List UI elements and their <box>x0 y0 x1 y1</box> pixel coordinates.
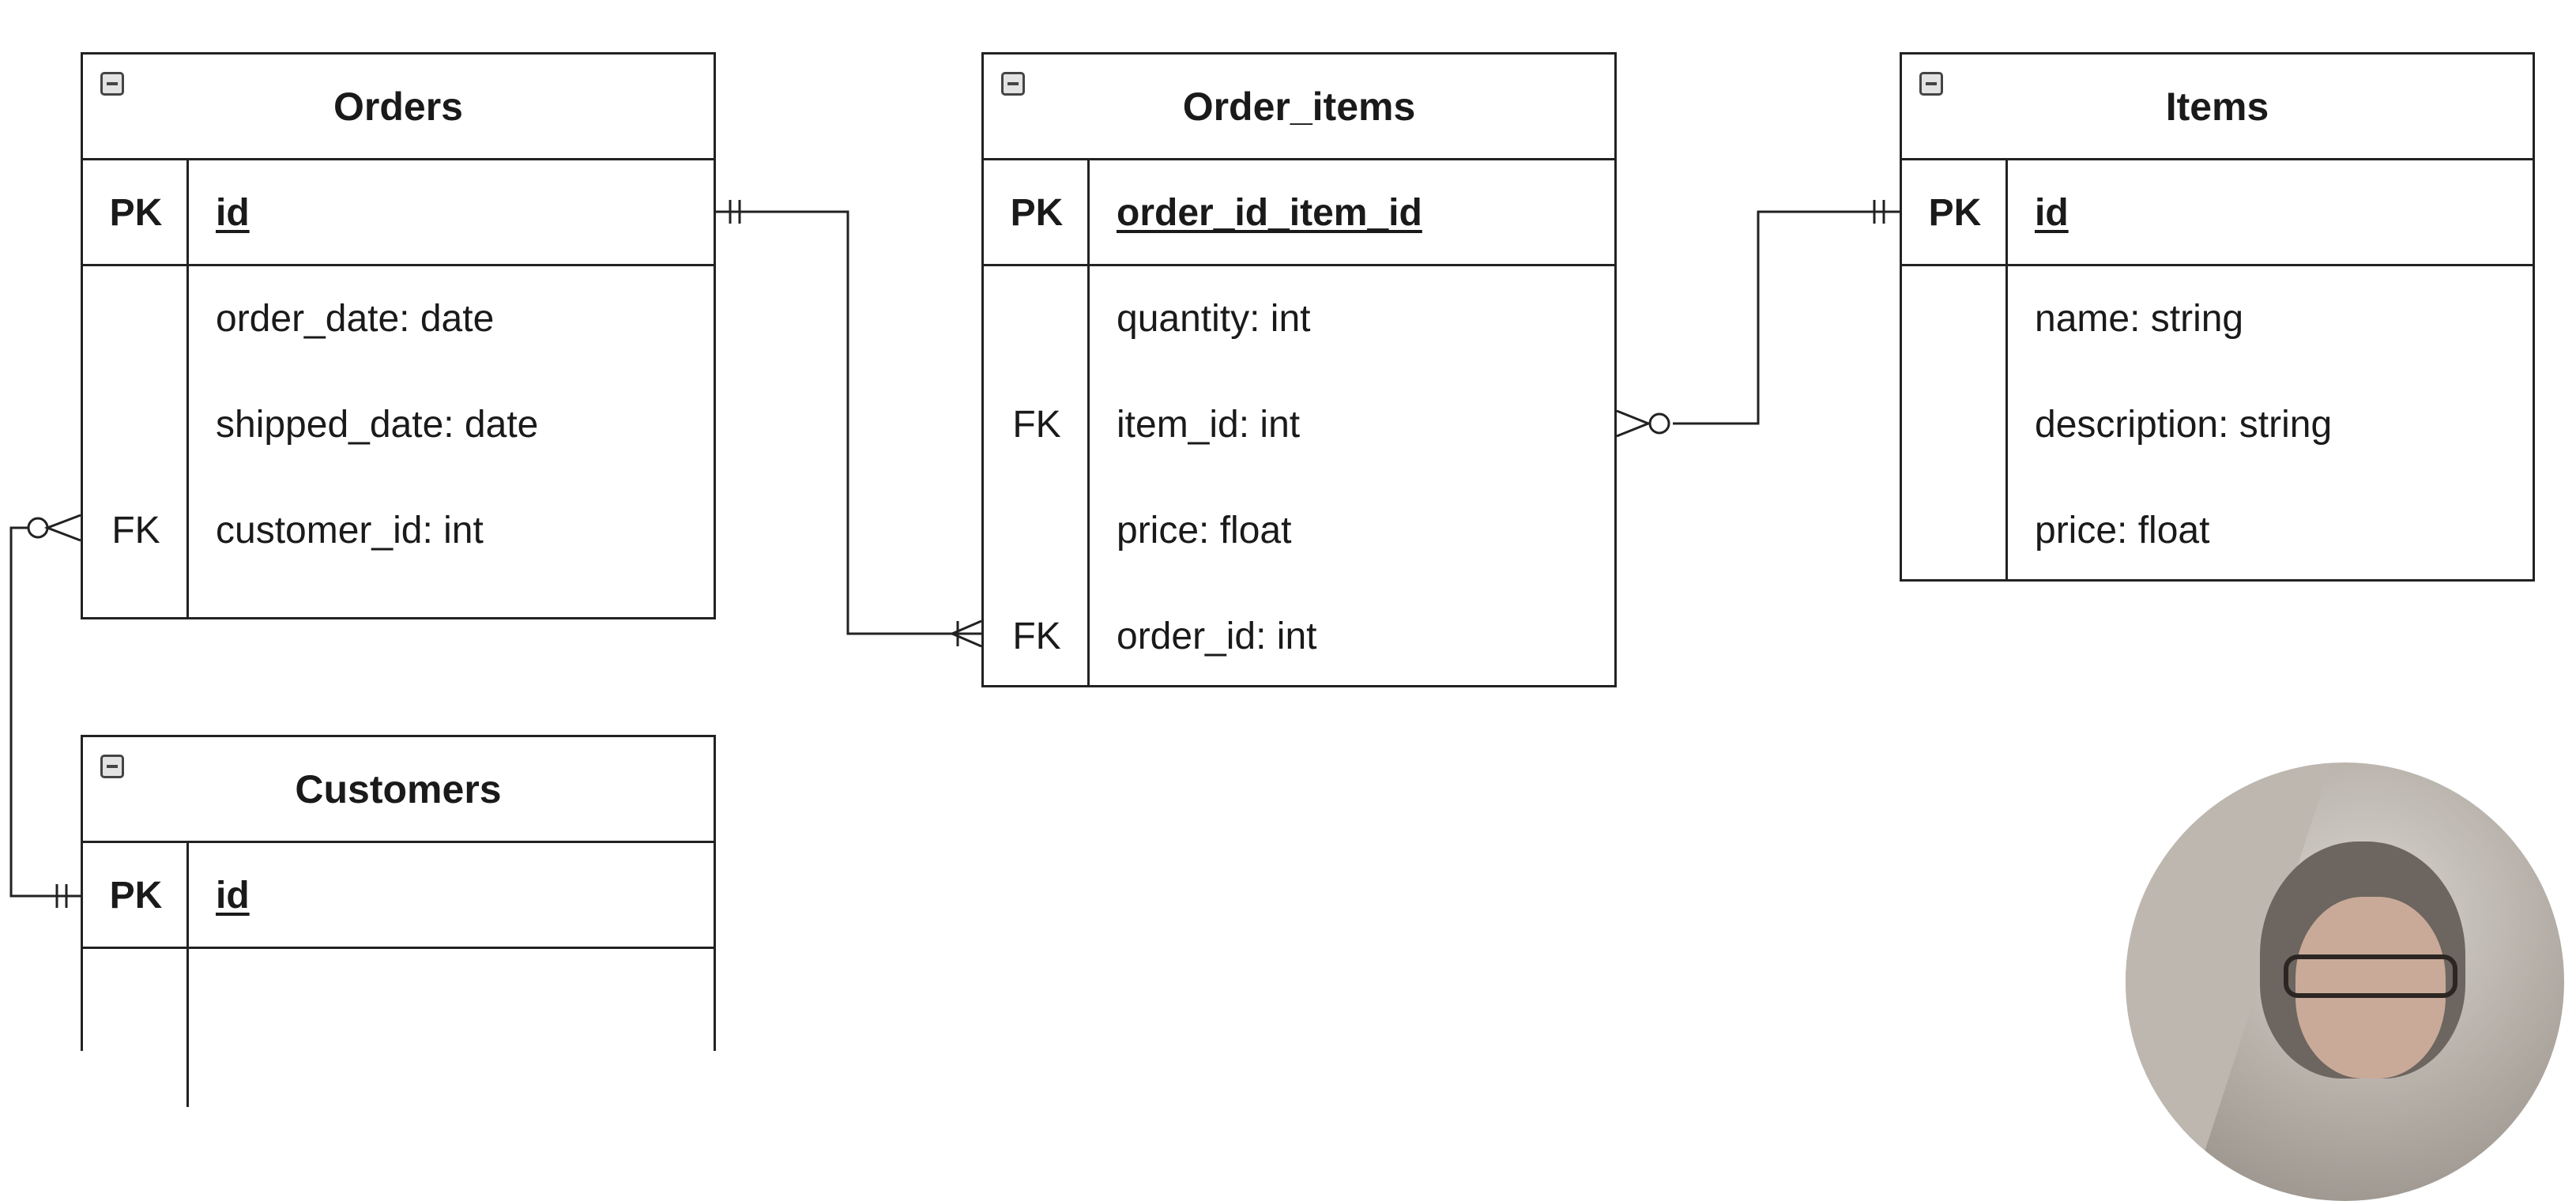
table-header: Order_items <box>984 55 1614 160</box>
key-column <box>83 843 189 947</box>
field-row[interactable]: price: float <box>2035 510 2210 552</box>
fk-label: FK <box>111 510 160 552</box>
table-title: Orders <box>333 84 463 129</box>
field-row[interactable]: order_date: date <box>216 298 495 340</box>
field-row[interactable]: order_id: int <box>1117 616 1317 657</box>
table-order-items[interactable]: Order_items PK order_id_item_id quantity… <box>981 52 1617 687</box>
many-crowfoot <box>43 514 81 542</box>
relationship-items-order-items <box>1673 210 1900 425</box>
field-list: order_date: date shipped_date: date FK c… <box>83 266 714 617</box>
key-column <box>1902 160 2008 264</box>
collapse-icon[interactable] <box>1919 72 1943 96</box>
webcam-overlay <box>2126 762 2564 1201</box>
pk-field: id <box>2035 192 2069 234</box>
field-list: name: string description: string price: … <box>1902 266 2533 579</box>
field-row[interactable]: customer_id: int <box>216 510 484 552</box>
key-column <box>83 949 189 1107</box>
table-title: Items <box>2165 84 2269 129</box>
table-header: Customers <box>83 737 714 843</box>
table-title: Order_items <box>1182 84 1416 129</box>
pk-label: PK <box>1928 192 1982 234</box>
table-header: Orders <box>83 55 714 160</box>
pk-row[interactable]: PK order_id_item_id <box>984 160 1614 266</box>
pk-label: PK <box>109 875 163 917</box>
table-header: Items <box>1902 55 2533 160</box>
key-column <box>83 266 189 617</box>
key-column <box>83 160 189 264</box>
field-list: quantity: int FK item_id: int price: flo… <box>984 266 1614 685</box>
collapse-icon[interactable] <box>1001 72 1025 96</box>
table-title: Customers <box>295 766 502 811</box>
field-row[interactable]: item_id: int <box>1117 404 1301 446</box>
zero-mark <box>1648 412 1670 435</box>
pk-row[interactable]: PK id <box>1902 160 2533 266</box>
table-items[interactable]: Items PK id name: string description: st… <box>1900 52 2535 582</box>
key-column <box>984 160 1090 264</box>
pk-label: PK <box>109 192 163 234</box>
presenter-glasses <box>2284 954 2457 998</box>
pk-field: id <box>216 875 250 917</box>
field-row[interactable]: quantity: int <box>1117 298 1311 340</box>
table-orders[interactable]: Orders PK id order_date: date shipped_da… <box>81 52 716 619</box>
relationship-orders-order-items <box>716 210 981 635</box>
many-crowfoot <box>1616 409 1652 438</box>
collapse-icon[interactable] <box>100 755 124 778</box>
fk-label: FK <box>1012 404 1061 446</box>
field-row[interactable]: shipped_date: date <box>216 404 539 446</box>
relationship-customers-orders <box>9 526 81 898</box>
collapse-icon[interactable] <box>100 72 124 96</box>
relationship-connectors <box>9 200 1900 908</box>
key-column <box>1902 266 2008 579</box>
fk-label: FK <box>1012 616 1061 657</box>
key-column <box>984 266 1090 685</box>
field-row[interactable]: name: string <box>2035 298 2244 340</box>
field-list <box>83 949 714 1107</box>
many-crowfoot <box>951 619 982 648</box>
pk-field: order_id_item_id <box>1117 192 1422 234</box>
pk-field: id <box>216 192 250 234</box>
pk-row[interactable]: PK id <box>83 843 714 949</box>
pk-label: PK <box>1010 192 1064 234</box>
pk-row[interactable]: PK id <box>83 160 714 266</box>
field-row[interactable]: price: float <box>1117 510 1292 552</box>
field-row[interactable]: description: string <box>2035 404 2333 446</box>
